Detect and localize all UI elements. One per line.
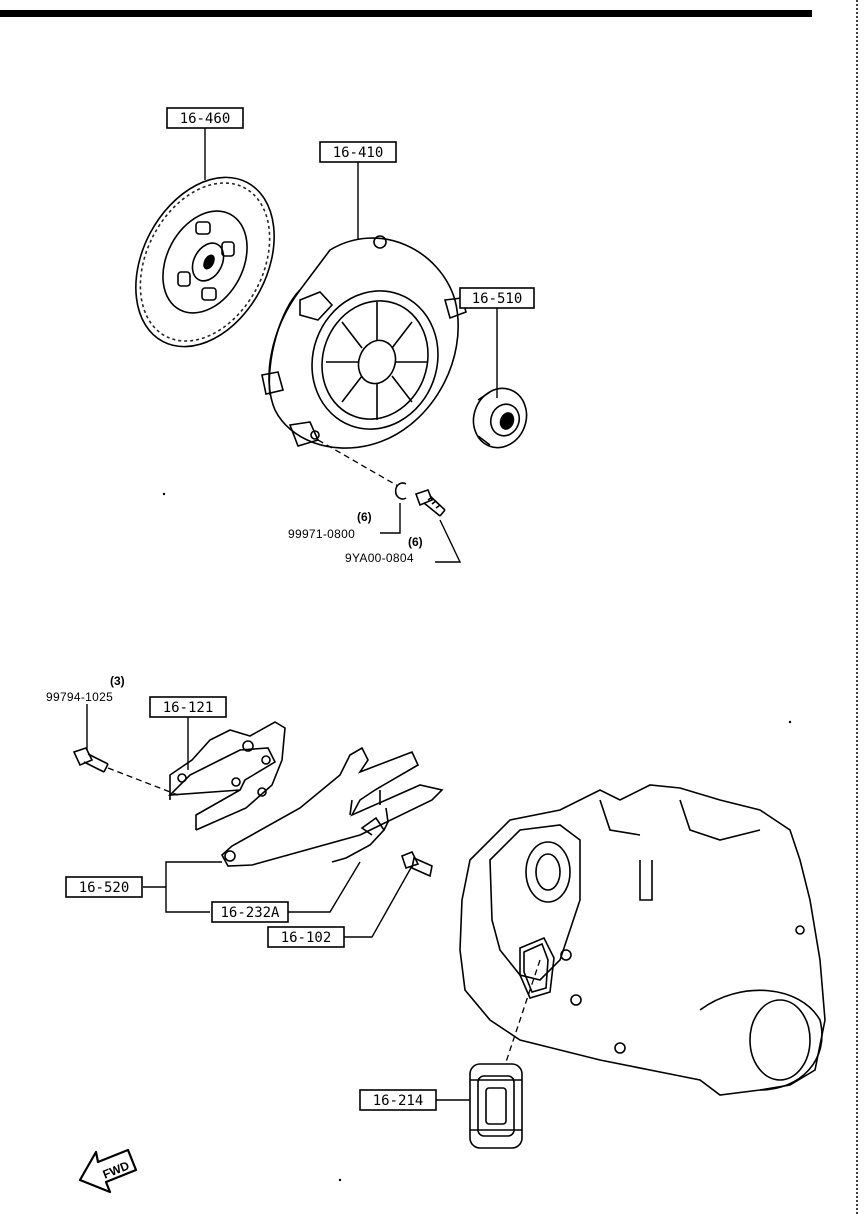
washer-qty: (6) <box>357 510 372 524</box>
callout-label: 16-232A <box>220 905 280 921</box>
cover-bolt-part-no: 9YA00-0804 <box>345 551 414 565</box>
callout-label: 16-510 <box>472 291 523 307</box>
cover-bolt-qty: (6) <box>408 535 423 549</box>
plate-bolt-qty: (3) <box>110 674 125 688</box>
washer-dash-line <box>317 439 399 487</box>
callout-16-460: 16-460 <box>166 107 244 129</box>
pivot-bolt <box>401 850 433 878</box>
callout-16-102: 16-102 <box>267 926 345 948</box>
clutch-plate-bracket <box>167 721 286 831</box>
plate-bolt-dash-line <box>107 767 179 796</box>
plate-bolt <box>72 747 109 773</box>
fwd-direction-arrow: FWD <box>78 1148 138 1194</box>
callout-label: 16-121 <box>163 700 214 716</box>
callout-16-121: 16-121 <box>149 696 227 718</box>
cover-bolt <box>414 489 446 517</box>
callout-16-510: 16-510 <box>459 287 535 309</box>
callout-16-232A: 16-232A <box>211 901 289 923</box>
scan-dot <box>338 1178 342 1182</box>
washer-part-no: 99971-0800 <box>288 527 355 541</box>
callout-label: 16-520 <box>79 880 130 896</box>
scan-dot <box>162 492 166 496</box>
top-border-bar <box>0 10 812 17</box>
release-fork-boot <box>469 1063 523 1149</box>
callout-16-520: 16-520 <box>65 876 143 898</box>
release-bearing <box>472 387 528 449</box>
callout-16-410: 16-410 <box>319 141 397 163</box>
callout-16-214: 16-214 <box>359 1089 437 1111</box>
spring-clip <box>331 807 389 863</box>
callout-label: 16-460 <box>180 111 231 127</box>
leader-lines <box>86 128 498 1101</box>
callout-label: 16-410 <box>333 145 384 161</box>
clutch-cover <box>261 235 467 449</box>
boot-dash-line <box>505 959 541 1063</box>
clutch-disc <box>135 176 275 348</box>
transaxle-housing <box>459 784 826 1096</box>
callout-label: 16-102 <box>281 930 332 946</box>
callout-label: 16-214 <box>373 1093 424 1109</box>
washer <box>394 482 407 500</box>
release-fork <box>220 746 444 867</box>
scan-dot <box>788 720 792 724</box>
plate-bolt-part-no: 99794-1025 <box>46 690 113 704</box>
